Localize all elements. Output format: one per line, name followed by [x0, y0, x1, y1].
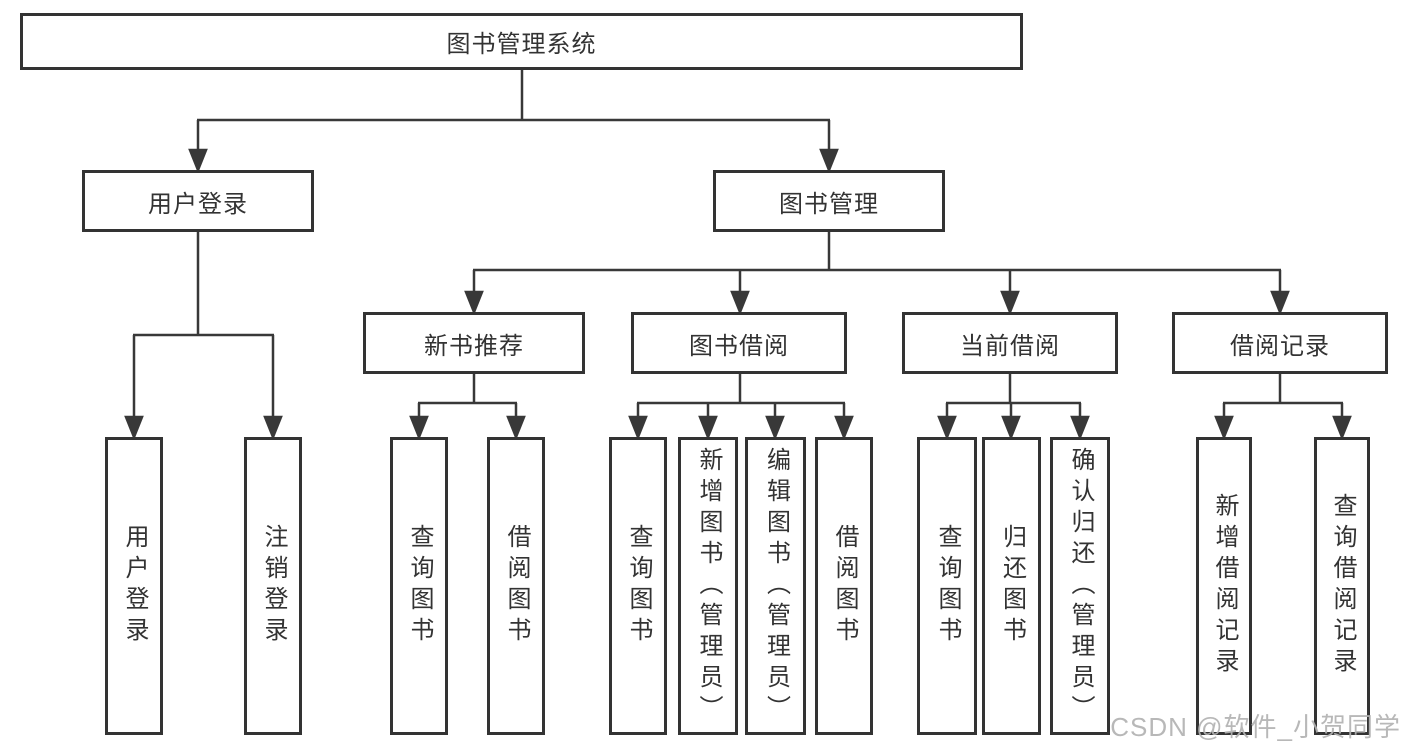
- connector-book-borrowing-to-leaves: [628, 374, 854, 441]
- leaf-logout: 注销登录: [244, 437, 302, 735]
- connector-book-management-to-level3: [464, 232, 1290, 316]
- node-current-borrowing: 当前借阅: [902, 312, 1118, 374]
- node-book-management-system: 图书管理系统: [20, 13, 1023, 70]
- node-borrowing-records: 借阅记录: [1172, 312, 1388, 374]
- csdn-watermark: CSDN @软件_小贺同学: [1110, 712, 1401, 742]
- leaf-bb-borrow-books: 借阅图书: [815, 437, 873, 735]
- node-book-borrowing: 图书借阅: [631, 312, 847, 374]
- leaf-cb-confirm-return-admin: 确认归还（管理员）: [1050, 437, 1110, 735]
- connector-root-to-level2: [188, 69, 839, 174]
- node-user-login-branch: 用户登录: [82, 170, 314, 232]
- leaf-br-add-record: 新增借阅记录: [1196, 437, 1252, 735]
- leaf-cb-return-books: 归还图书: [982, 437, 1041, 735]
- connector-new-book-recommend-to-leaves: [409, 374, 526, 441]
- leaf-br-query-record: 查询借阅记录: [1314, 437, 1370, 735]
- connector-user-login-to-leaves: [124, 232, 283, 441]
- leaf-user-login: 用户登录: [105, 437, 163, 735]
- connector-borrowing-records-to-leaves: [1214, 374, 1352, 441]
- leaf-bb-edit-books-admin: 编辑图书（管理员）: [745, 437, 806, 735]
- node-book-management: 图书管理: [713, 170, 945, 232]
- leaf-nbr-borrow-books: 借阅图书: [487, 437, 545, 735]
- leaf-bb-add-books-admin: 新增图书（管理员）: [678, 437, 738, 735]
- leaf-cb-query-books: 查询图书: [917, 437, 977, 735]
- leaf-nbr-query-books: 查询图书: [390, 437, 448, 735]
- node-new-book-recommend: 新书推荐: [363, 312, 585, 374]
- connector-current-borrowing-to-leaves: [937, 374, 1090, 441]
- leaf-bb-query-books: 查询图书: [609, 437, 667, 735]
